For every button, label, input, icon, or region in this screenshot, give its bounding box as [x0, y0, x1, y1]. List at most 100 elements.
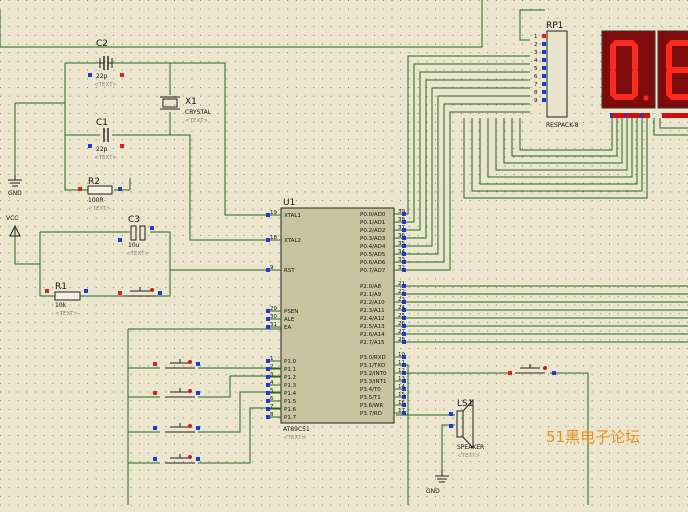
u1-pin-number: 37	[398, 225, 405, 231]
x1-value: CRYSTAL	[185, 109, 212, 116]
rp1-pin-7[interactable]: 7	[534, 82, 546, 88]
capacitor-c2[interactable]	[88, 56, 124, 77]
u1-pin-number: 30	[270, 314, 277, 320]
u1-pin-number: 12	[398, 368, 405, 374]
u1-pin-number: 23	[398, 297, 405, 303]
u1-pin-number: 19	[270, 210, 277, 216]
rp1-pin-number: 7	[534, 82, 538, 88]
crystal-x1[interactable]	[160, 96, 180, 110]
u1-pin-number: 2	[270, 364, 274, 370]
rp1-pin-3[interactable]: 3	[534, 50, 546, 56]
key-switch-p3[interactable]	[508, 364, 556, 375]
resistor-r2[interactable]	[78, 185, 122, 195]
capacitor-c1[interactable]	[88, 128, 124, 148]
u1-pin-name: P0.7/AD7	[360, 268, 386, 274]
u1-text-tag: <TEXT>	[283, 435, 306, 441]
rp1-pin-number: 2	[534, 42, 538, 48]
rp1-pin-6[interactable]: 6	[534, 74, 546, 80]
rp1-pin-8[interactable]: 8	[534, 90, 546, 96]
u1-pin-number: 33	[398, 257, 405, 263]
u1-pin-name: P1.3	[284, 383, 297, 389]
u1-pin-name: P1.1	[284, 367, 296, 373]
rp1-ref: RP1	[546, 21, 563, 31]
u1-pin-name: P0.5/AD5	[360, 252, 386, 258]
watermark-text: 51黑电子论坛	[546, 428, 640, 446]
microcontroller-u1[interactable]	[280, 207, 395, 424]
reset-button-switch[interactable]	[118, 287, 162, 297]
x1-ref: X1	[185, 97, 197, 107]
u1-pin-number: 26	[398, 321, 405, 327]
seven-segment-display-2[interactable]	[657, 30, 688, 109]
rp1-pin-5[interactable]: 5	[534, 66, 546, 72]
u1-pin-name: P0.0/AD0	[360, 212, 386, 218]
key-switch-1[interactable]	[153, 359, 200, 369]
rp1-pin-4[interactable]: 4	[534, 58, 546, 64]
u1-pin-name: P0.1/AD1	[360, 220, 385, 226]
key-switch-2[interactable]	[153, 388, 200, 398]
rp1-pin-2[interactable]: 2	[534, 42, 546, 48]
speaker-ls1[interactable]	[449, 398, 474, 450]
u1-pin-name: P2.2/A10	[360, 300, 385, 306]
resistor-pack-rp1[interactable]	[546, 30, 568, 118]
u1-pin-name: P2.4/A12	[360, 316, 385, 322]
gnd-label-left: GND	[8, 190, 22, 197]
u1-pin-name: P2.7/A15	[360, 340, 385, 346]
u1-pin-number: 35	[398, 241, 405, 247]
u1-pin-number: 27	[398, 329, 405, 335]
c3-value: 10u	[128, 242, 140, 249]
capacitor-c3[interactable]	[118, 225, 154, 242]
rp1-pin-9[interactable]: 9	[534, 98, 546, 104]
r2-ref: R2	[88, 177, 100, 187]
key-switch-3[interactable]	[153, 423, 200, 433]
u1-pin-number: 9	[270, 265, 274, 271]
wires-display-segments	[463, 118, 688, 199]
u1-pin-number: 10	[398, 352, 405, 358]
seven-segment-display-1[interactable]	[601, 30, 656, 109]
u1-pin-number: 28	[398, 337, 405, 343]
resistor-r1[interactable]	[45, 289, 88, 301]
rp1-pin-1[interactable]: 1	[534, 34, 546, 40]
u1-pin-name: PSEN	[284, 309, 298, 315]
u1-pin-number: 21	[398, 281, 405, 287]
key-switch-4[interactable]	[153, 454, 200, 464]
